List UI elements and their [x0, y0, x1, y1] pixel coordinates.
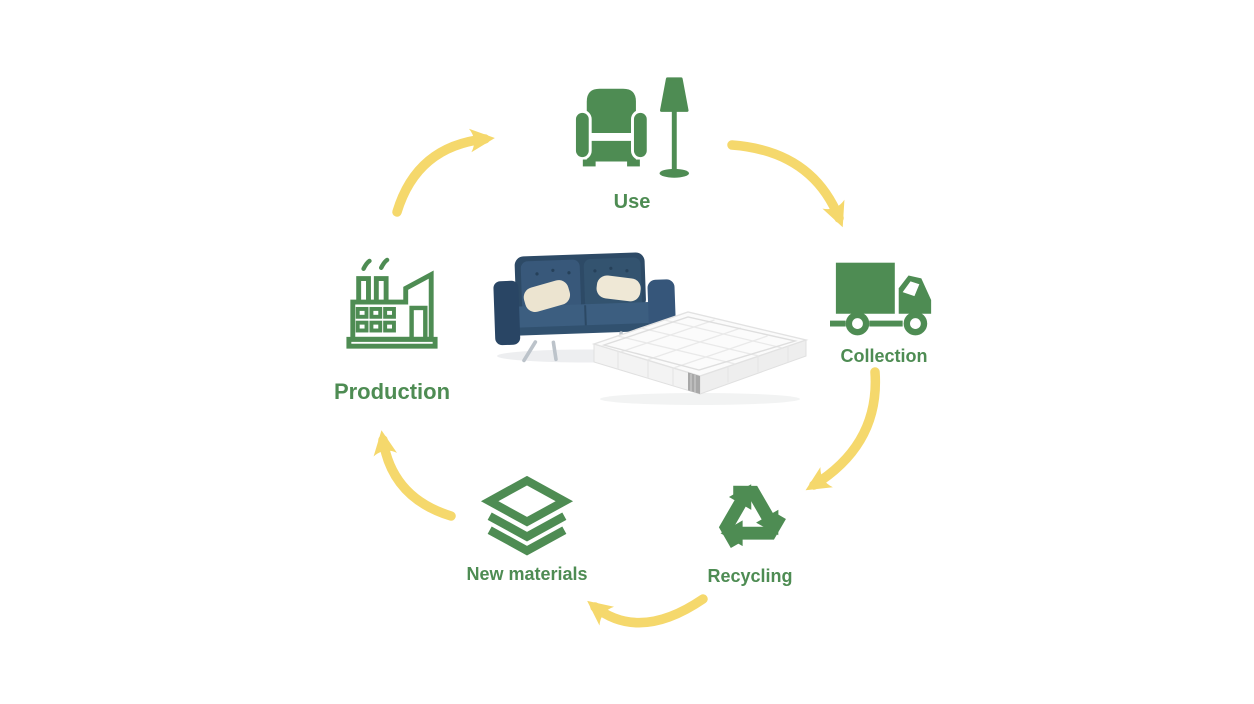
cycle-step-label-recycling: Recycling — [707, 566, 793, 586]
cycle-arrow-recycling-to-new-materials — [587, 594, 708, 628]
cycle-step-label-use: Use — [613, 191, 651, 213]
cycle-step-label-collection: Collection — [840, 346, 928, 366]
delivery-truck-icon — [830, 262, 932, 336]
cycle-step-label-new-materials: New materials — [466, 564, 588, 584]
factory-icon — [346, 257, 438, 349]
cycle-step-production: Production — [322, 256, 462, 404]
armchair-and-floor-lamp-icon — [573, 77, 690, 178]
mattress-photo — [591, 311, 809, 405]
cycle-step-use: Use — [562, 76, 702, 213]
stacked-layers-icon — [480, 476, 574, 556]
sofa-photo — [493, 252, 677, 363]
cycle-arrow-collection-to-recycling — [805, 367, 881, 491]
cycle-step-collection: Collection — [818, 260, 950, 367]
cycle-step-new-materials: New materials — [445, 476, 609, 585]
cycle-arrow-use-to-collection — [727, 140, 845, 228]
cycle-step-label-production: Production — [333, 379, 451, 404]
cycle-arrow-production-to-use — [392, 128, 495, 217]
cycle-step-recycling: Recycling — [695, 466, 805, 587]
cycle-arrow-new-materials-to-production — [373, 430, 456, 521]
